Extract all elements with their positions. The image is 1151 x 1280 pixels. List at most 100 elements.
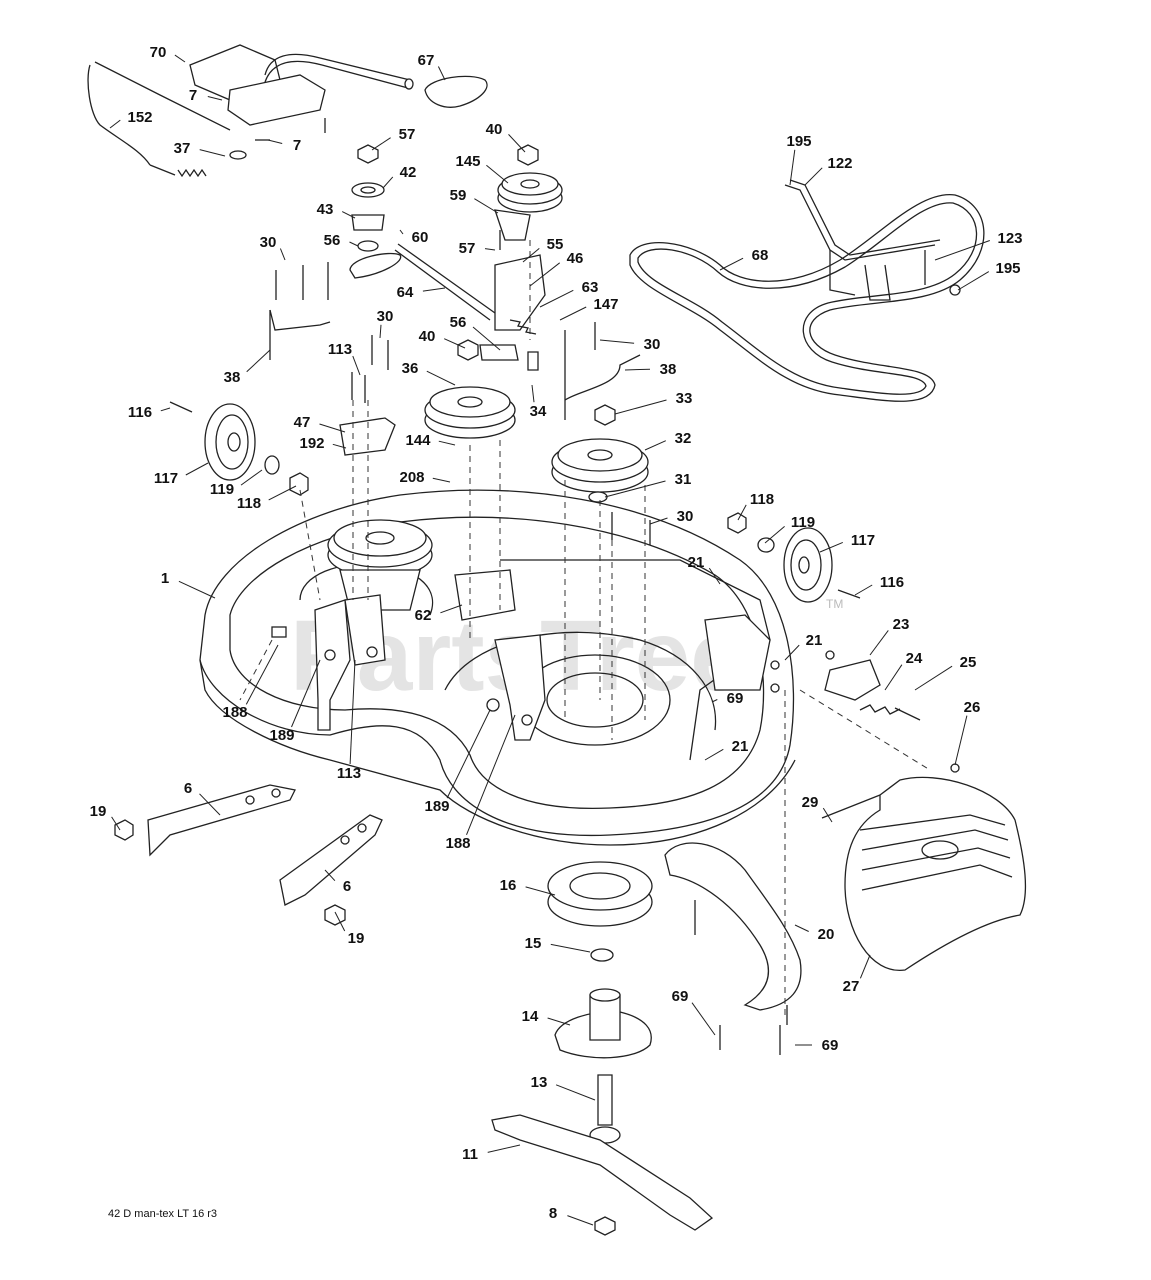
leader-line-195a xyxy=(789,149,796,186)
leader-line-117b xyxy=(819,541,843,553)
leader-line-59 xyxy=(474,198,499,214)
part-label-13: 13 xyxy=(531,1074,548,1091)
leader-line-7b xyxy=(267,139,283,144)
leader-line-189b xyxy=(446,709,491,799)
part-label-31: 31 xyxy=(675,471,692,488)
lift-knob xyxy=(424,75,488,108)
part-label-26: 26 xyxy=(964,699,981,716)
gauge-wheel-left xyxy=(169,401,309,496)
discharge-chute xyxy=(821,776,1027,971)
leader-line-33 xyxy=(614,399,667,415)
leader-line-69b xyxy=(691,1002,716,1036)
part-label-29: 29 xyxy=(802,794,819,811)
leader-line-113b xyxy=(349,659,356,765)
part-label-14: 14 xyxy=(522,1008,539,1025)
part-label-208: 208 xyxy=(399,469,424,486)
leader-line-40a xyxy=(508,134,526,153)
leader-line-57a xyxy=(371,137,391,151)
part-label-43: 43 xyxy=(317,201,334,218)
deck-hanger-rod-left xyxy=(269,262,331,360)
part-label-116b: 116 xyxy=(880,574,904,591)
leader-line-13 xyxy=(555,1084,596,1101)
leader-line-144 xyxy=(438,440,456,446)
leader-line-56b xyxy=(472,326,501,351)
part-label-30b: 30 xyxy=(377,308,394,325)
leader-line-60 xyxy=(399,229,404,235)
part-label-192: 192 xyxy=(299,435,324,452)
part-label-37: 37 xyxy=(174,140,191,157)
leader-line-118a xyxy=(268,485,297,501)
part-label-56b: 56 xyxy=(450,314,467,331)
part-label-70: 70 xyxy=(150,44,167,61)
leader-line-67 xyxy=(437,66,446,81)
leader-line-152 xyxy=(109,119,121,129)
leader-line-122 xyxy=(804,167,823,186)
leader-line-21a xyxy=(708,567,721,585)
part-label-63: 63 xyxy=(582,279,599,296)
leader-line-113a xyxy=(352,355,361,376)
part-label-122: 122 xyxy=(827,155,852,172)
deck-hanger-rod-right xyxy=(527,322,641,420)
bracket-bolts xyxy=(351,335,389,403)
part-label-152: 152 xyxy=(127,109,152,126)
part-label-68: 68 xyxy=(752,247,769,264)
deck-mid-bracket xyxy=(486,634,546,741)
diagram-caption: 42 D man-tex LT 16 r3 xyxy=(108,1208,217,1220)
deck-right-pulley xyxy=(551,404,651,545)
leader-line-30a xyxy=(279,248,286,261)
part-label-38b: 38 xyxy=(660,361,677,378)
part-label-19b: 19 xyxy=(348,930,365,947)
deck-left-bracket xyxy=(271,594,386,731)
leader-line-30b xyxy=(379,324,382,339)
part-label-21a: 21 xyxy=(688,554,705,571)
leader-line-47 xyxy=(319,423,346,433)
part-label-113a: 113 xyxy=(328,341,352,358)
leader-line-62 xyxy=(440,604,463,614)
leader-line-123 xyxy=(934,240,990,261)
leader-line-15 xyxy=(550,943,591,953)
leader-line-68 xyxy=(719,257,744,271)
part-label-62: 62 xyxy=(415,607,432,624)
spindle-assembly xyxy=(547,861,653,1144)
belt-guide-bracket xyxy=(784,179,961,301)
leader-line-6b xyxy=(324,869,336,882)
leader-line-14 xyxy=(547,1017,571,1026)
leader-line-69a xyxy=(711,699,718,703)
part-label-46: 46 xyxy=(567,250,584,267)
leader-line-32 xyxy=(644,440,667,451)
leader-line-43 xyxy=(341,211,356,219)
leader-line-63 xyxy=(539,289,574,308)
part-label-27: 27 xyxy=(843,978,860,995)
part-label-147: 147 xyxy=(593,296,618,313)
leader-line-145 xyxy=(486,164,509,184)
part-label-123: 123 xyxy=(997,230,1022,247)
part-label-119b: 119 xyxy=(791,514,815,531)
leader-line-31 xyxy=(604,480,666,498)
part-label-67: 67 xyxy=(418,52,435,69)
leader-line-23 xyxy=(869,630,889,656)
leader-line-118b xyxy=(737,504,747,521)
baffle-bolts xyxy=(694,900,788,1055)
part-label-64: 64 xyxy=(397,284,414,301)
part-label-57a: 57 xyxy=(399,126,416,143)
part-label-21c: 21 xyxy=(732,738,749,755)
leader-line-147 xyxy=(559,306,587,321)
part-label-55: 55 xyxy=(547,236,564,253)
leader-line-56a xyxy=(349,241,359,247)
deck-support-brackets xyxy=(114,784,383,926)
watermark-trademark: TM xyxy=(826,597,843,611)
leader-line-24 xyxy=(884,664,903,691)
leader-line-57b xyxy=(484,248,496,251)
part-label-21b: 21 xyxy=(806,632,823,649)
part-label-118b: 118 xyxy=(750,491,774,508)
part-label-34: 34 xyxy=(530,403,547,420)
part-label-113b: 113 xyxy=(337,765,361,782)
leader-line-55 xyxy=(522,248,540,263)
part-label-15: 15 xyxy=(525,935,542,952)
leader-line-46 xyxy=(529,262,561,287)
part-label-40b: 40 xyxy=(419,328,436,345)
part-label-40a: 40 xyxy=(486,121,503,138)
part-label-11: 11 xyxy=(462,1146,478,1163)
leader-line-6a xyxy=(199,793,221,816)
